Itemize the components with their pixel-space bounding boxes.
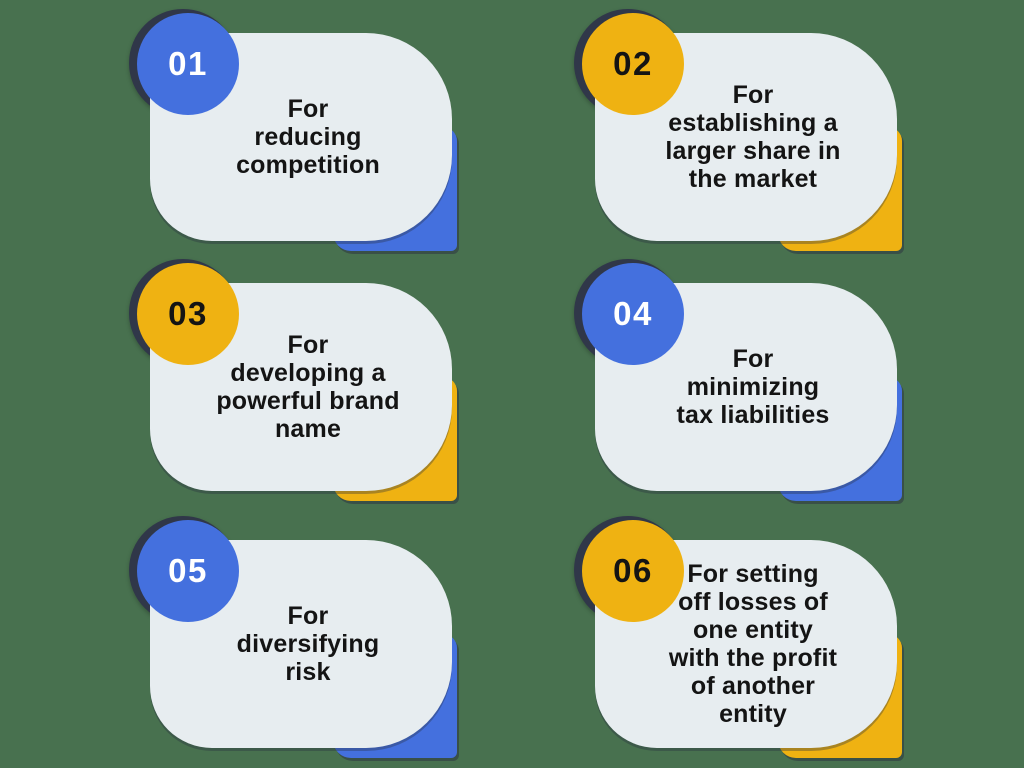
benefit-text: For diversifying risk xyxy=(236,602,380,686)
number-label: 01 xyxy=(168,45,208,82)
benefit-card-01: For reducing competition 01 xyxy=(129,9,459,253)
benefit-text: For setting off losses of one entity wit… xyxy=(668,560,838,728)
number-badge: 05 xyxy=(137,520,239,622)
number-badge: 02 xyxy=(582,13,684,115)
benefit-text: For establishing a larger share in the m… xyxy=(665,81,841,193)
benefit-card-06: For setting off losses of one entity wit… xyxy=(574,516,904,760)
number-badge: 04 xyxy=(582,263,684,365)
number-label: 04 xyxy=(613,295,653,332)
benefit-text: For developing a powerful brand name xyxy=(216,331,400,443)
benefit-text: For reducing competition xyxy=(236,95,380,179)
number-label: 05 xyxy=(168,552,208,589)
number-badge: 06 xyxy=(582,520,684,622)
benefit-card-04: For minimizing tax liabilities 04 xyxy=(574,259,904,503)
number-badge: 01 xyxy=(137,13,239,115)
number-label: 02 xyxy=(613,45,653,82)
number-label: 06 xyxy=(613,552,653,589)
benefit-card-05: For diversifying risk 05 xyxy=(129,516,459,760)
number-badge: 03 xyxy=(137,263,239,365)
benefit-card-03: For developing a powerful brand name 03 xyxy=(129,259,459,503)
number-label: 03 xyxy=(168,295,208,332)
benefit-text: For minimizing tax liabilities xyxy=(676,345,830,429)
benefit-card-02: For establishing a larger share in the m… xyxy=(574,9,904,253)
